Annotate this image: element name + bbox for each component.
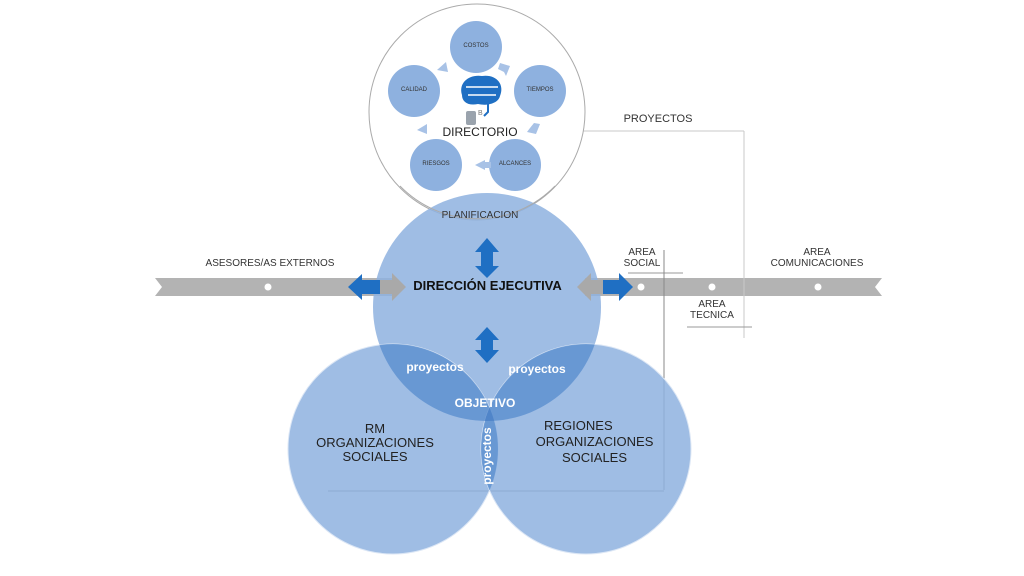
regiones-line3: SOCIALES [561,450,628,465]
logo-letter: B [478,110,483,117]
cycle-node-calidad[interactable] [388,65,440,117]
cycle-arrow-icon [417,124,427,134]
left-band [155,278,395,296]
regiones-line2: ORGANIZACIONES [535,434,654,449]
cycle-label-alcances: ALCANCES [498,161,532,167]
area-tecnica-line1: AREA [698,299,726,310]
directorio-label: DIRECTORIO [442,125,518,139]
planificacion-arc [399,185,556,220]
cycle-arrow-icon [475,160,485,170]
right-double-arrow-icon [577,273,633,301]
right-band [585,278,882,296]
cycle-label-tiempos: TIEMPOS [526,87,554,93]
asesores-label: ASESORES/AS EXTERNOS [205,258,335,269]
vertical-double-arrow-icon [475,327,499,363]
planificacion-label: PLANIFICACION [441,210,519,221]
area-tecnica-line2: TECNICA [690,310,734,321]
rm-line2: ORGANIZACIONES [316,435,434,450]
direccion-label: DIRECCIÓN EJECUTIVA [413,278,562,293]
cycle-label-costos: COSTOS [463,43,489,49]
vertical-double-arrow-icon [475,238,499,278]
band-dot [637,283,645,291]
rm-label: RM ORGANIZACIONES SOCIALES [305,422,445,464]
area-social-line1: AREA [628,247,656,258]
band-dot [264,283,272,291]
cycle-node-riesgos[interactable] [410,139,462,191]
cycle-label-calidad: CALIDAD [400,87,427,93]
overlap-a-b [373,344,498,421]
area-social-label: AREA SOCIAL [612,247,672,269]
regiones-line1: REGIONES [544,418,613,433]
rm-line1: RM [364,421,386,436]
brain-logo-icon [461,75,502,125]
objetivo-label: OBJETIVO [454,396,516,410]
cycle-label-riesgos: RIESGOS [422,161,450,167]
area-comunicaciones-line1: AREA [803,247,831,258]
area-social-line2: SOCIAL [623,258,661,269]
area-comunicaciones-line2: COMUNICACIONES [770,258,864,269]
cycle-node-alcances[interactable] [489,139,541,191]
band-dot [708,283,716,291]
overlap-left-label: proyectos [406,360,464,374]
overlap-bottom-label: proyectos [480,427,494,485]
overlap-a-c [481,344,601,421]
area-comunicaciones-label: AREA COMUNICACIONES [757,247,877,269]
left-double-arrow-icon [348,273,406,301]
cycle-node-costos[interactable] [450,21,502,73]
overlap-right-label: proyectos [508,362,566,376]
cycle-arrow-icon [527,123,540,134]
cycle-arrow-icon [498,63,510,76]
rm-line3: SOCIALES [342,449,408,464]
cycle-node-tiempos[interactable] [514,65,566,117]
area-tecnica-label: AREA TECNICA [682,299,742,321]
cycle-arrow-icon [437,62,448,72]
regiones-label: REGIONES ORGANIZACIONES SOCIALES [522,418,667,466]
band-dot [814,283,822,291]
cycle-arrow-icon [485,162,491,168]
proyectos-label: PROYECTOS [623,113,693,125]
